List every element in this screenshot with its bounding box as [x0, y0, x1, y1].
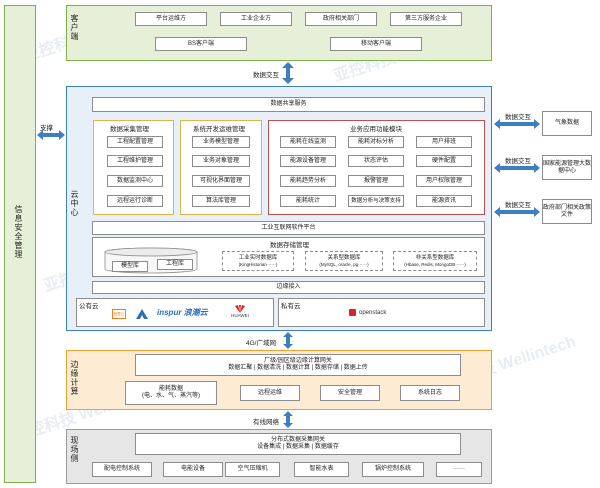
weather-data: 气象数据 [542, 111, 592, 136]
aliyun-logo-text: 阿里云 [113, 311, 125, 316]
industrial-internet-platform: 工业互联网软件平台 [92, 221, 485, 235]
exchange-label-1: 数据交互 [505, 114, 531, 121]
support-label: 支撑 [40, 125, 53, 132]
device-item: 工程配置管理 [107, 136, 163, 148]
client-layer-label: 客户端 [70, 14, 79, 41]
model-library: 模型库 [112, 261, 148, 272]
client-third-party: 第三方服务企业 [390, 12, 462, 26]
openstack-logo: openstack [349, 309, 386, 316]
double-arrow-icon [283, 411, 293, 428]
huawei-logo: HUAWEI [224, 305, 256, 321]
openstack-logo-text: openstack [359, 309, 387, 316]
sys-dev-ops-title: 系统开发运维管理 [193, 126, 245, 133]
double-arrow-icon [494, 163, 540, 173]
exchange-label-3: 数据交互 [505, 202, 531, 209]
craft-library: 工程库 [157, 259, 193, 270]
biz-app-item: 能耗趋势分析 [280, 175, 336, 187]
remote-ops: 远程运维 [240, 385, 300, 401]
biz-app-item: 报警管理 [348, 175, 404, 187]
edge-gateway: 厂级/园区级边缘计算网关 数据汇聚 | 数据清洗 | 数据计算 | 数据存储 |… [135, 354, 461, 376]
sys-dev-item: 业务模型管理 [192, 136, 250, 148]
sys-dev-item: 算法库管理 [192, 195, 250, 207]
biz-app-item: 状态评估 [348, 155, 404, 167]
sys-dev-item: 业务对象管理 [192, 155, 250, 167]
field-device: ······ [436, 462, 482, 477]
biz-app-title: 业务应用功能模块 [350, 126, 402, 133]
cloud-layer-label: 云中心 [70, 190, 79, 217]
security-mgmt: 安全管理 [320, 385, 380, 401]
data-storage-title: 数据存储管理 [270, 242, 309, 249]
biz-app-item: 能源设备管理 [280, 155, 336, 167]
realtime-db: 工业实时数据库 (KingHistorian······) [222, 251, 294, 271]
client-industrial: 工业企业方 [220, 12, 292, 26]
network-4g-label: 4G/广域网 [246, 340, 276, 347]
public-cloud-group [76, 298, 274, 327]
relational-db-title: 关系型数据库 [327, 255, 361, 262]
double-arrow-icon [282, 62, 294, 84]
double-arrow-icon [494, 207, 540, 217]
field-device: 空气压缩机 [225, 462, 280, 477]
biz-app-item: 能耗在线监测 [280, 136, 336, 148]
biz-app-item: 能耗统计 [280, 195, 336, 207]
realtime-db-title: 工业实时数据库 [238, 255, 278, 262]
client-bs: BS客户端 [155, 37, 247, 51]
field-device: 电能设备 [163, 462, 223, 477]
field-device: 配电控制系统 [92, 462, 152, 477]
nosql-db-title: 非关系型数据库 [415, 255, 455, 262]
device-item: 数据监测中心 [107, 175, 163, 187]
public-cloud-label: 公有云 [79, 303, 99, 310]
private-cloud-group [278, 298, 485, 327]
field-device: 锅炉控制系统 [362, 462, 424, 477]
nosql-db: 非关系型数据库 (Hbase, Redis, MongoDB······) [393, 251, 477, 271]
biz-app-item: 硬件配置 [416, 155, 472, 167]
edge-layer-label: 边缘计算 [70, 360, 79, 396]
double-arrow-icon [283, 332, 293, 349]
data-sharing-service: 数据共享服务 [92, 97, 485, 112]
client-platform-ops: 平台运维方 [135, 12, 207, 26]
double-arrow-icon [494, 119, 540, 129]
device-item: 远程运行诊断 [107, 195, 163, 207]
exchange-label-2: 数据交互 [505, 158, 531, 165]
triangle-logo-icon [136, 309, 148, 319]
private-cloud-label: 私有云 [281, 303, 301, 310]
field-layer-label: 现场侧 [70, 436, 79, 463]
huawei-logo-text: HUAWEI [231, 313, 249, 318]
huawei-petal-icon [235, 305, 245, 313]
system-log: 系统日志 [400, 385, 460, 401]
edge-access: 边缘接入 [92, 281, 485, 294]
relational-db-examples: (MySQL, oracle, pg······) [319, 261, 369, 267]
security-layer-label: 信息安全管理 [14, 205, 23, 259]
field-gateway-functions: 设备集成 | 数据采集 | 数据缓存 [257, 444, 339, 450]
client-government: 政府相关部门 [305, 12, 377, 26]
energy-data-types: (电、水、气、蒸汽等) [142, 393, 200, 399]
gov-policy-docs: 政府部门相关政策文件 [542, 199, 592, 224]
openstack-icon [349, 309, 356, 316]
edge-gateway-title: 厂级/园区级边缘计算网关 [264, 358, 332, 365]
inspur-logo: inspur 浪潮云 [157, 308, 208, 317]
security-layer [4, 5, 36, 483]
double-arrow-icon [37, 130, 65, 140]
energy-data-title: 能耗数据 [158, 386, 183, 393]
field-gateway: 分布式数据采集网关 设备集成 | 数据采集 | 数据缓存 [135, 433, 461, 455]
field-device: 智能水表 [294, 462, 349, 477]
national-energy-bigdata: 国家能源管理大数据中心 [542, 155, 592, 180]
biz-app-item: 用户排班 [416, 136, 472, 148]
biz-app-item: 能耗对标分析 [348, 136, 404, 148]
nosql-db-examples: (Hbase, Redis, MongoDB······) [404, 261, 466, 267]
sys-dev-item: 可视化界面管理 [192, 175, 250, 187]
data-exchange-label: 数据交互 [253, 72, 279, 79]
biz-app-item: 能源资讯 [416, 195, 472, 207]
edge-gateway-functions: 数据汇聚 | 数据清洗 | 数据计算 | 数据存储 | 数据上传 [228, 365, 368, 371]
energy-data: 能耗数据 (电、水、气、蒸汽等) [125, 381, 217, 405]
data-collection-mgmt-title: 数据采集管理 [110, 126, 149, 133]
relational-db: 关系型数据库 (MySQL, oracle, pg······) [305, 251, 383, 271]
client-mobile: 移动客户端 [330, 37, 422, 51]
realtime-db-examples: (KingHistorian······) [238, 261, 278, 267]
wired-network-label: 有线网络 [253, 419, 279, 426]
aliyun-logo: 阿里云 [112, 309, 126, 319]
field-gateway-title: 分布式数据采集网关 [270, 437, 325, 444]
biz-app-item: 用户权限管理 [416, 175, 472, 187]
device-item: 工程维护管理 [107, 155, 163, 167]
biz-app-item: 数据分析与决策支持 [348, 195, 404, 207]
